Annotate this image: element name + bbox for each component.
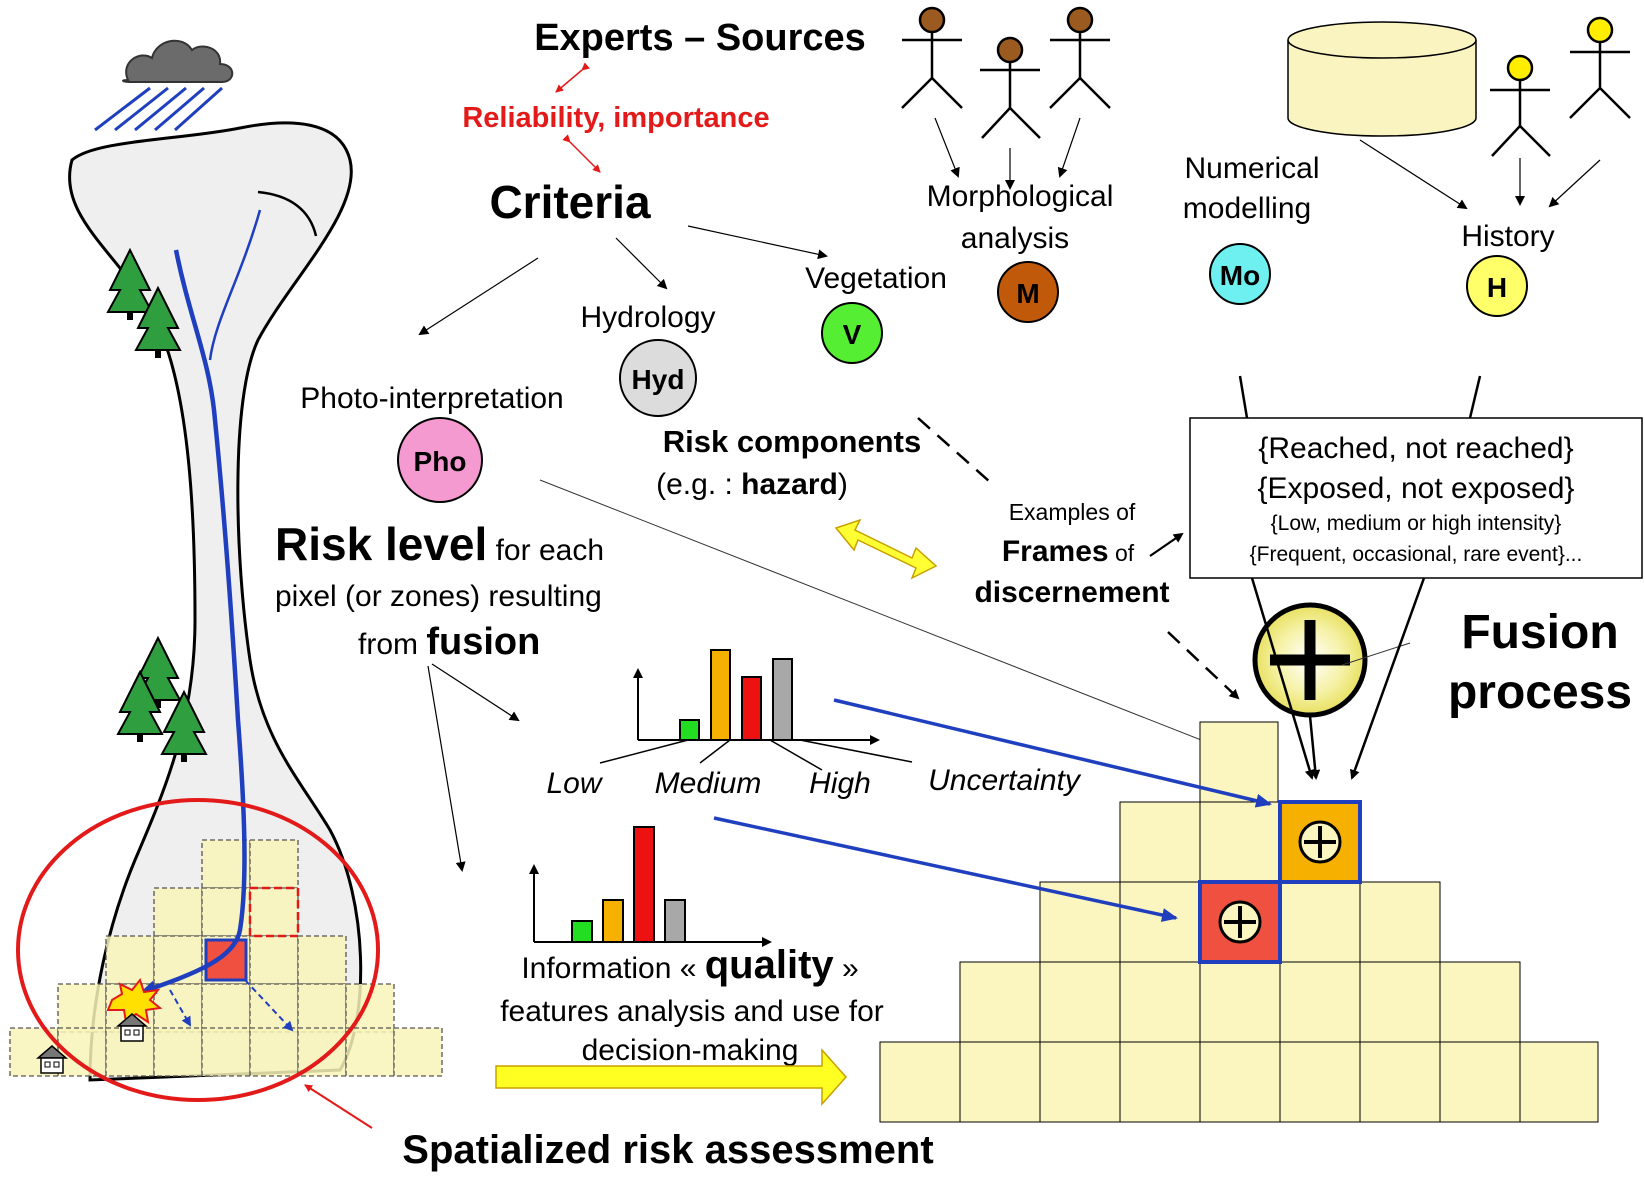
source-circle-M: M (997, 261, 1059, 323)
quality-word: quality (705, 943, 835, 987)
discernement-label: discernement (974, 576, 1169, 609)
circle-label: V (843, 319, 862, 350)
tree-icon (134, 285, 182, 358)
torrent-stream (140, 249, 247, 995)
criteria-label: Criteria (489, 176, 650, 228)
frames-word: Frames (1002, 535, 1109, 568)
bar-uncertainty (664, 899, 686, 943)
quality-line2: features analysis and use for (500, 995, 884, 1028)
risk-components-label: Risk components (663, 424, 921, 459)
risk-level-title: Risk level (275, 518, 487, 570)
expert-person-icon (980, 36, 1041, 139)
assessment-area-ellipse (16, 798, 380, 1102)
bar-medium (710, 649, 731, 741)
risk-level-rest: for each (487, 534, 604, 567)
bar-low (679, 719, 700, 741)
hydrology-label: Hydrology (580, 301, 715, 334)
frames-label: Frames of (1002, 535, 1135, 568)
fused-cell-red (1198, 880, 1282, 964)
tree-icon (116, 669, 164, 742)
frame-line-2: {Exposed, not exposed} (1258, 472, 1575, 505)
risk-level-line2: pixel (or zones) resulting (275, 580, 602, 613)
frame-line-3: {Low, medium or high intensity} (1271, 512, 1562, 535)
circle-label: H (1487, 272, 1507, 303)
bar-medium (602, 899, 624, 943)
frames-box (1189, 417, 1643, 579)
chart1-bars (679, 649, 793, 741)
bar-high (633, 826, 655, 943)
house-icon (35, 1045, 69, 1074)
fusion-process-line2: process (1448, 666, 1632, 719)
quality-info: Information « (521, 952, 704, 985)
red-dashed-cell (248, 886, 300, 938)
rain-cloud-icon (94, 39, 234, 132)
numerical-label-line2: modelling (1183, 192, 1311, 225)
source-circle-Hyd: Hyd (619, 339, 697, 417)
experts-sources-label: Experts – Sources (534, 17, 866, 59)
frame-line-1: {Reached, not reached} (1258, 432, 1573, 465)
photo-interpretation-label: Photo-interpretation (300, 382, 564, 415)
circle-label: Hyd (632, 364, 685, 395)
vegetation-label: Vegetation (805, 262, 947, 295)
tree-icon (106, 247, 154, 320)
expert-person-icon (901, 6, 963, 109)
fusion-operator-icon (1252, 602, 1368, 718)
spatialized-risk-assessment-label: Spatialized risk assessment (402, 1128, 933, 1172)
source-circle-Pho: Pho (397, 417, 483, 503)
source-circle-V: V (821, 302, 883, 364)
reliability-label: Reliability, importance (462, 102, 769, 134)
bar-label-medium: Medium (655, 767, 762, 800)
morphological-label: Morphological (927, 180, 1114, 213)
example-suffix: ) (838, 468, 848, 501)
hazard-word: hazard (741, 468, 838, 501)
bar-high (741, 676, 762, 741)
history-label: History (1461, 220, 1554, 253)
torrent-illustration (9, 39, 443, 1129)
fused-cell-orange (1278, 800, 1362, 884)
bar-label-high: High (809, 767, 871, 800)
risk-level-fusion: fusion (426, 621, 540, 663)
impact-burst-icon (106, 977, 163, 1025)
fusion-process-line1: Fusion (1461, 606, 1618, 659)
history-person-icon (1490, 54, 1551, 157)
bar-uncertainty (772, 658, 793, 741)
circle-label: Mo (1220, 260, 1260, 291)
risk-level-line1: Risk level for each (275, 518, 604, 570)
yellow-arrow (495, 1048, 848, 1106)
circle-label: Pho (414, 446, 467, 477)
numerical-label: Numerical (1184, 152, 1319, 185)
circle-label: M (1016, 278, 1039, 309)
expert-person-icon (1049, 6, 1111, 109)
yellow-double-arrow (834, 518, 938, 580)
tree-icon (160, 689, 208, 762)
source-circle-H: H (1466, 255, 1528, 317)
quality-line1: Information « quality » (521, 943, 858, 987)
quality-close: » (834, 952, 859, 985)
morphological-label-line2: analysis (961, 222, 1069, 255)
red-solid-cell (204, 938, 248, 982)
chart2-bars (571, 826, 686, 943)
frame-line-4: {Frequent, occasional, rare event}... (1250, 543, 1583, 566)
risk-level-from: from (358, 628, 426, 661)
bar-low (571, 920, 593, 943)
bar-chart-2 (529, 826, 772, 947)
database-icon (1287, 21, 1477, 137)
history-person-icon (1569, 16, 1631, 119)
source-circle-Mo: Mo (1209, 243, 1271, 305)
bar-label-low: Low (546, 767, 603, 800)
bar-chart-1 (599, 649, 913, 771)
example-prefix: (e.g. : (656, 468, 741, 501)
quality-line3: decision-making (582, 1034, 799, 1067)
risk-level-line3: from fusion (358, 621, 540, 663)
frames-examples-label: Examples of (1009, 499, 1136, 525)
frames-of: of (1109, 540, 1135, 566)
house-icon (115, 1013, 149, 1042)
bar-label-uncertainty: Uncertainty (928, 764, 1082, 797)
risk-components-example: (e.g. : hazard) (656, 468, 848, 501)
